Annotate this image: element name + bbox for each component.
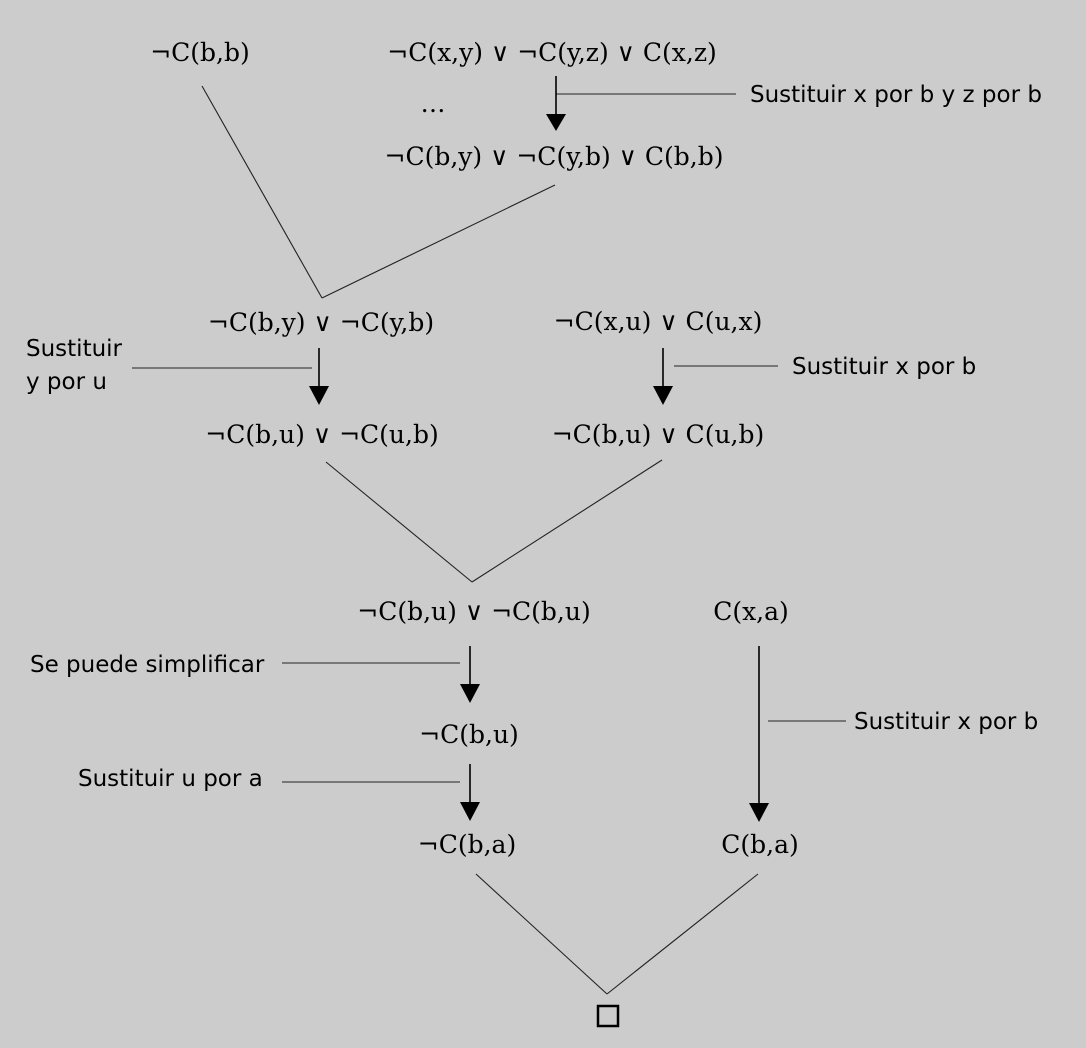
- edge-n1-n4: [201, 85, 323, 299]
- node-n9: C(x,a): [713, 597, 789, 626]
- arrow-n9-n12: [749, 646, 769, 822]
- annotation-a1: Sustituir x por b y z por b: [750, 82, 1042, 108]
- arrow-n5-n7: [653, 348, 673, 405]
- node-n1: ¬C(b,b): [150, 38, 250, 67]
- edge-n7-n8: [471, 459, 663, 583]
- edge-n6-n8: [325, 461, 473, 583]
- node-n10: ¬C(b,u): [419, 720, 519, 749]
- node-n6: ¬C(b,u) ∨ ¬C(u,b): [205, 420, 438, 449]
- annotation-a2-line2: y por u: [26, 369, 107, 395]
- node-n8: ¬C(b,u) ∨ ¬C(b,u): [357, 597, 590, 626]
- node-n4: ¬C(b,y) ∨ ¬C(y,b): [208, 308, 434, 337]
- annotation-a5: Sustituir x por b: [854, 709, 1038, 735]
- annotation-a2-line1: Sustituir: [26, 336, 123, 362]
- empty-clause-box-icon: [596, 1004, 620, 1028]
- node-dots: …: [421, 89, 446, 118]
- arrow-n8-n10: [460, 646, 480, 703]
- node-n3: ¬C(b,y) ∨ ¬C(y,b) ∨ C(b,b): [385, 142, 724, 171]
- arrow-n2-n3: [546, 76, 566, 131]
- annotation-a4: Se puede simplificar: [30, 652, 265, 678]
- edge-n12-empty: [606, 873, 759, 995]
- arrow-n10-n11: [460, 764, 480, 821]
- node-n7: ¬C(b,u) ∨ C(u,b): [552, 420, 765, 449]
- edge-n11-empty: [475, 873, 608, 995]
- node-n11: ¬C(b,a): [418, 830, 516, 859]
- annotation-a6: Sustituir u por a: [78, 766, 263, 792]
- edge-n3-n4: [321, 184, 556, 299]
- node-n12: C(b,a): [721, 830, 799, 859]
- annotation-a3: Sustituir x por b: [792, 354, 976, 380]
- node-n2: ¬C(x,y) ∨ ¬C(y,z) ∨ C(x,z): [387, 38, 717, 67]
- node-n5: ¬C(x,u) ∨ C(u,x): [554, 307, 763, 336]
- arrow-n4-n6: [309, 348, 329, 405]
